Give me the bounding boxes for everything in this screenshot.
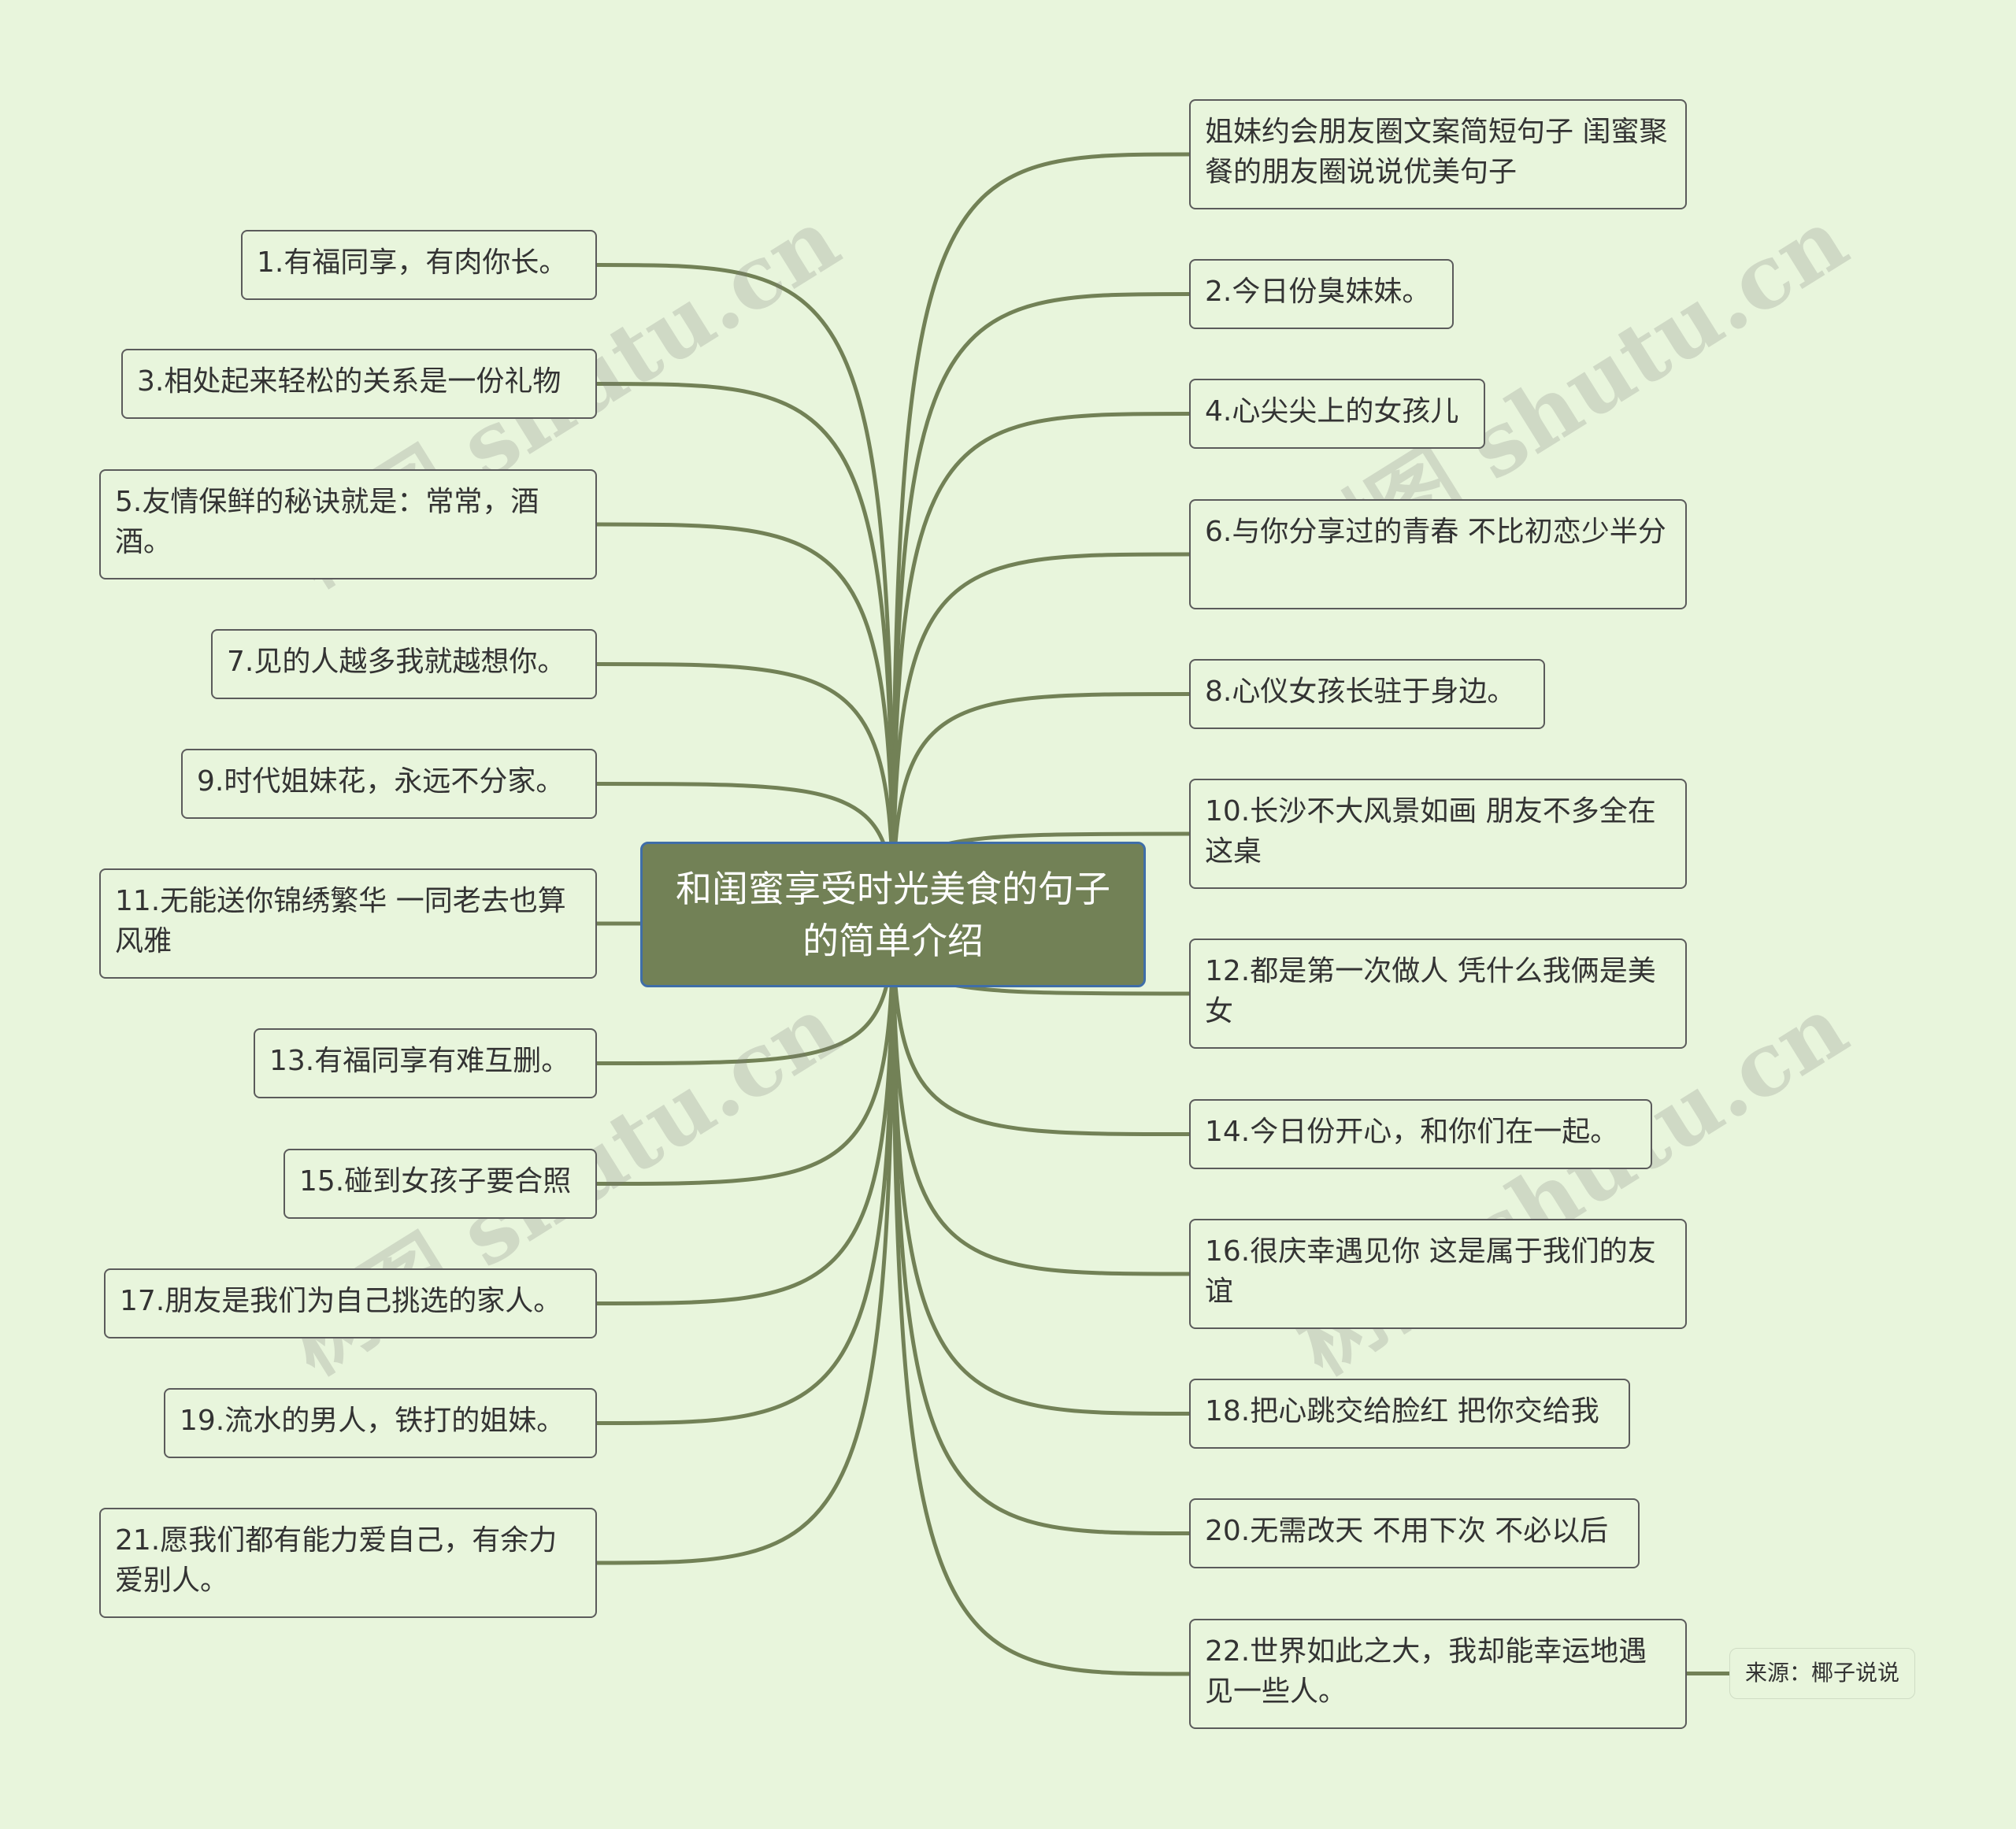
topic-node-8[interactable]: 8.心仪女孩长驻于身边。 bbox=[1189, 659, 1545, 729]
connector-r20 bbox=[891, 913, 1191, 1535]
connector-r4 bbox=[891, 412, 1191, 916]
topic-node-21[interactable]: 21.愿我们都有能力爱自己，有余力爱别人。 bbox=[99, 1508, 597, 1618]
topic-node-3[interactable]: 3.相处起来轻松的关系是一份礼物 bbox=[121, 349, 597, 419]
topic-node-4[interactable]: 4.心尖尖上的女孩儿 bbox=[1189, 379, 1485, 449]
connector-r22 bbox=[891, 913, 1191, 1676]
connector-r14 bbox=[891, 913, 1191, 1136]
topic-node-16[interactable]: 16.很庆幸遇见你 这是属于我们的友谊 bbox=[1189, 1219, 1687, 1329]
topic-node-15[interactable]: 15.碰到女孩子要合照 bbox=[284, 1149, 597, 1219]
topic-node-title-ref[interactable]: 姐妹约会朋友圈文案简短句子 闺蜜聚餐的朋友圈说说优美句子 bbox=[1189, 99, 1687, 209]
topic-node-7[interactable]: 7.见的人越多我就越想你。 bbox=[211, 629, 597, 699]
connector-l21 bbox=[595, 913, 895, 1565]
topic-node-12[interactable]: 12.都是第一次做人 凭什么我俩是美女 bbox=[1189, 939, 1687, 1049]
topic-node-6[interactable]: 6.与你分享过的青春 不比初恋少半分 bbox=[1189, 499, 1687, 609]
topic-node-1[interactable]: 1.有福同享，有肉你长。 bbox=[241, 230, 597, 300]
topic-node-11[interactable]: 11.无能送你锦绣繁华 一同老去也算风雅 bbox=[99, 868, 597, 979]
source-note[interactable]: 来源：椰子说说 bbox=[1729, 1648, 1915, 1699]
connector-l1 bbox=[595, 263, 895, 916]
connector-r6 bbox=[891, 552, 1191, 916]
topic-node-10[interactable]: 10.长沙不大风景如画 朋友不多全在这桌 bbox=[1189, 779, 1687, 889]
connector-l3 bbox=[595, 382, 895, 916]
connector-l5 bbox=[595, 522, 895, 916]
topic-node-17[interactable]: 17.朋友是我们为自己挑选的家人。 bbox=[104, 1268, 597, 1338]
topic-node-2[interactable]: 2.今日份臭妹妹。 bbox=[1189, 259, 1454, 329]
connector-r8 bbox=[891, 692, 1191, 916]
topic-node-20[interactable]: 20.无需改天 不用下次 不必以后 bbox=[1189, 1498, 1640, 1568]
topic-node-9[interactable]: 9.时代姐妹花，永远不分家。 bbox=[181, 749, 597, 819]
topic-node-5[interactable]: 5.友情保鲜的秘诀就是：常常，酒酒。 bbox=[99, 469, 597, 579]
connector-l19 bbox=[595, 913, 895, 1425]
topic-node-22[interactable]: 22.世界如此之大，我却能幸运地遇见一些人。 bbox=[1189, 1619, 1687, 1729]
topic-node-19[interactable]: 19.流水的男人，铁打的姐妹。 bbox=[164, 1388, 597, 1458]
topic-node-13[interactable]: 13.有福同享有难互删。 bbox=[254, 1028, 597, 1098]
connector-r18 bbox=[891, 913, 1191, 1416]
connector-r2 bbox=[891, 292, 1191, 916]
connector-l7 bbox=[595, 662, 895, 916]
central-topic[interactable]: 和闺蜜享受时光美食的句子的简单介绍 bbox=[640, 842, 1146, 987]
topic-node-18[interactable]: 18.把心跳交给脸红 把你交给我 bbox=[1189, 1379, 1630, 1449]
connector-r0 bbox=[891, 152, 1191, 916]
topic-node-14[interactable]: 14.今日份开心，和你们在一起。 bbox=[1189, 1099, 1652, 1169]
